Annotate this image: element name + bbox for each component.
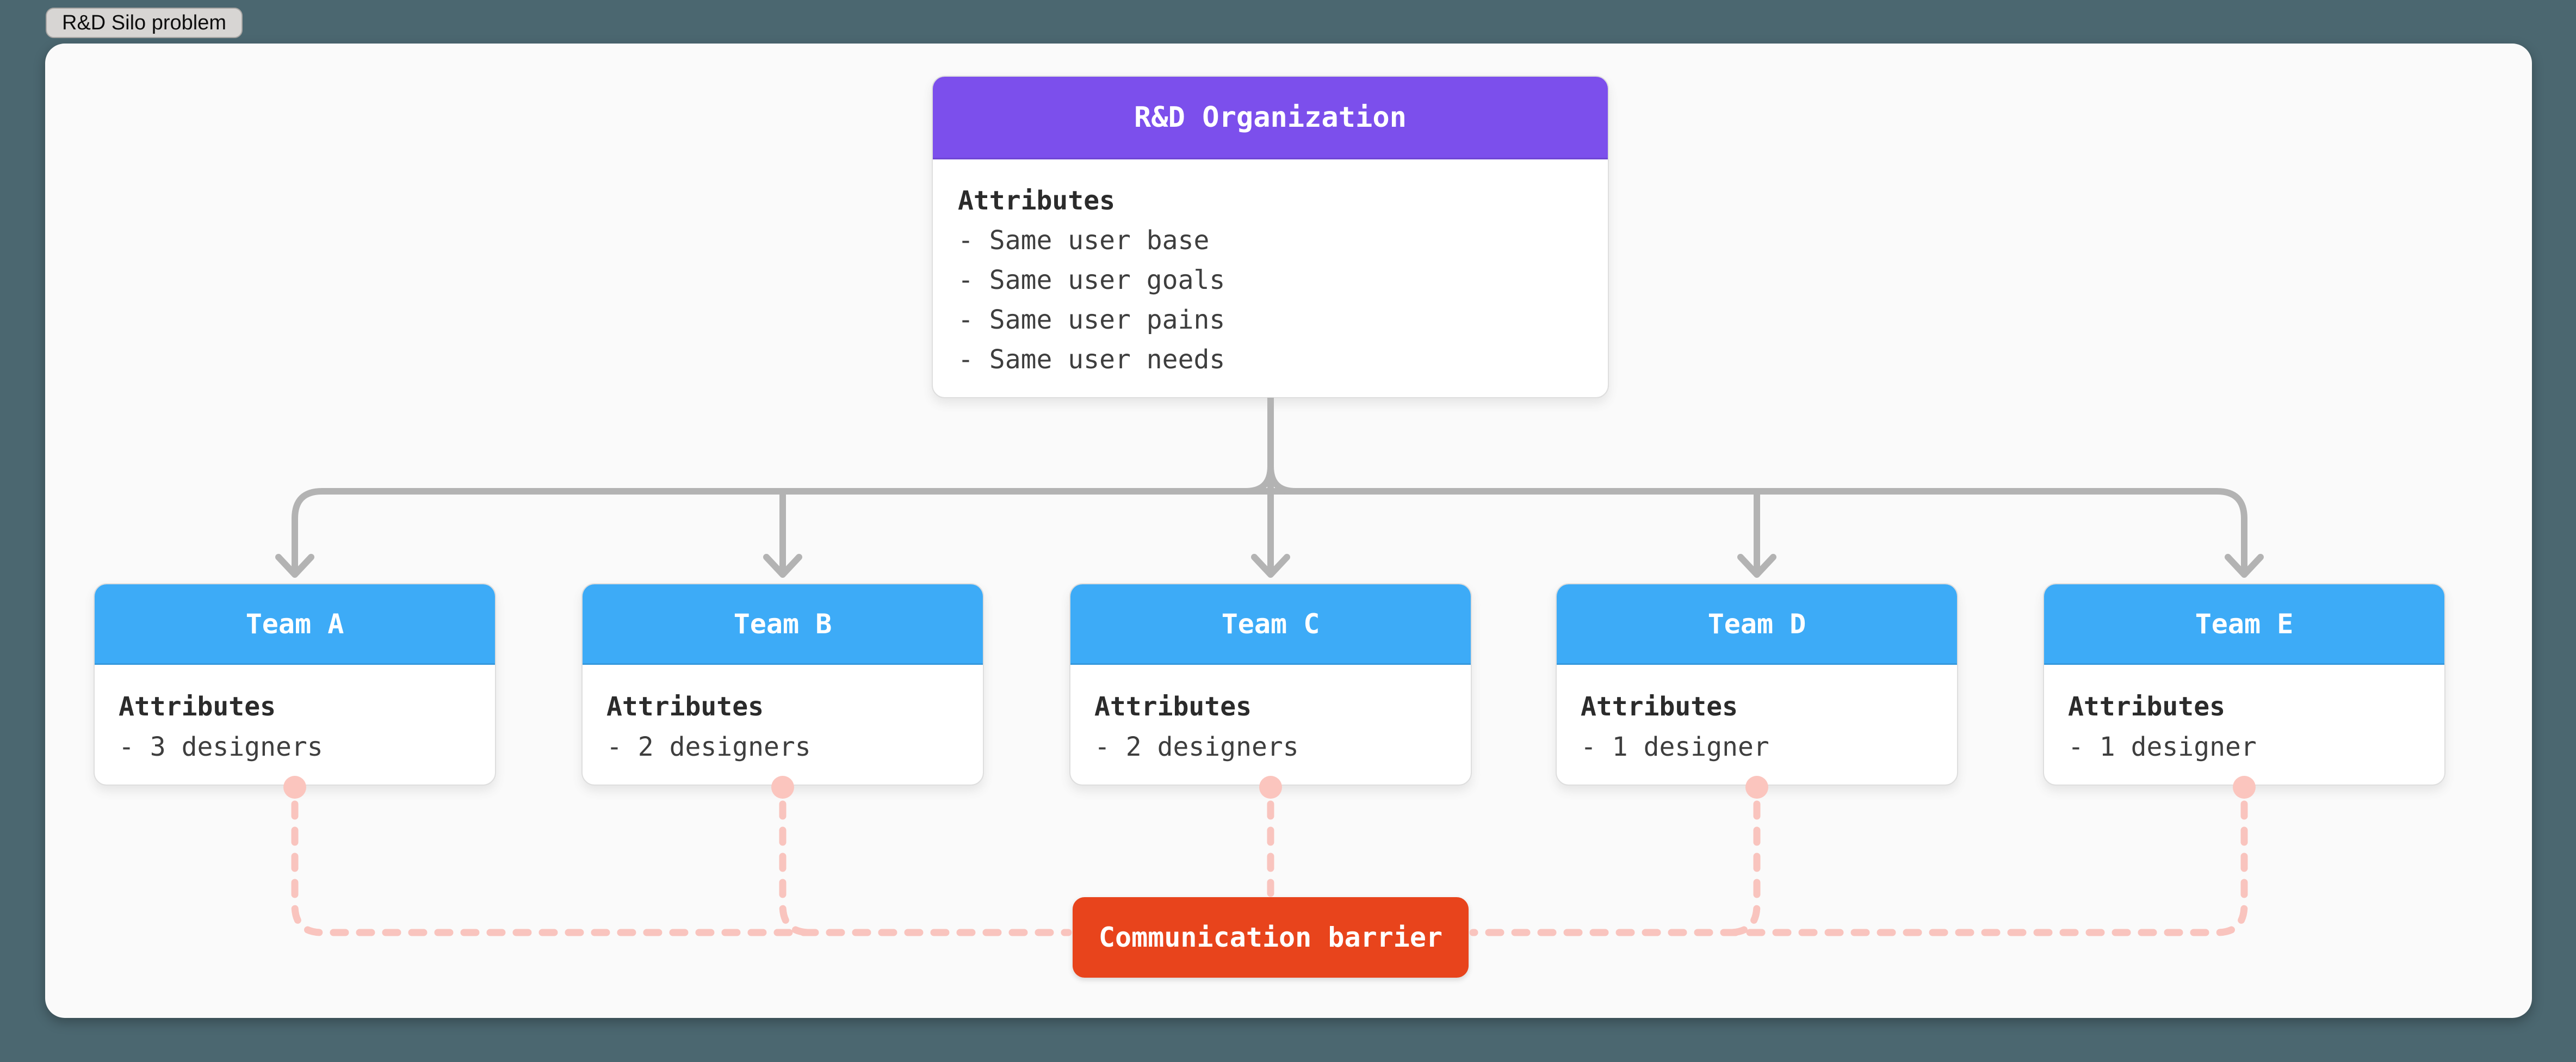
org-attribute-item: - Same user pains: [958, 305, 1225, 335]
team-c-attribute-item: - 2 designers: [1094, 732, 1299, 762]
org-card-title: R&D Organization: [1134, 101, 1407, 134]
team-b-card-header: Team B: [583, 584, 983, 665]
team-b-title: Team B: [733, 608, 832, 640]
team-d-attributes-heading: Attributes: [1581, 691, 1738, 722]
team-a-attribute-item: - 3 designers: [119, 732, 323, 762]
team-a-card[interactable]: Team A Attributes - 3 designers: [94, 583, 496, 786]
team-a-card-header: Team A: [95, 584, 495, 665]
team-d-attribute-item: - 1 designer: [1581, 732, 1769, 762]
team-b-attributes-heading: Attributes: [606, 691, 764, 722]
org-attribute-item: - Same user base: [958, 225, 1210, 256]
team-b-card[interactable]: Team B Attributes - 2 designers: [581, 583, 984, 786]
team-d-title: Team D: [1707, 608, 1806, 640]
team-b-attribute-item: - 2 designers: [606, 732, 811, 762]
team-c-attributes-heading: Attributes: [1094, 691, 1252, 722]
team-e-attribute-item: - 1 designer: [2068, 732, 2257, 762]
org-attribute-item: - Same user needs: [958, 344, 1225, 375]
team-c-title: Team C: [1221, 608, 1320, 640]
team-d-card-body: Attributes - 1 designer: [1557, 665, 1957, 767]
team-e-attributes-heading: Attributes: [2068, 691, 2225, 722]
org-attribute-item: - Same user goals: [958, 265, 1225, 295]
team-a-card-body: Attributes - 3 designers: [95, 665, 495, 767]
team-d-card[interactable]: Team D Attributes - 1 designer: [1556, 583, 1958, 786]
board-title-tab[interactable]: R&D Silo problem: [46, 8, 243, 38]
team-b-card-body: Attributes - 2 designers: [583, 665, 983, 767]
org-card-body: Attributes - Same user base - Same user …: [933, 159, 1608, 380]
team-a-title: Team A: [245, 608, 344, 640]
team-d-card-header: Team D: [1557, 584, 1957, 665]
team-c-card-header: Team C: [1070, 584, 1471, 665]
team-c-card[interactable]: Team C Attributes - 2 designers: [1069, 583, 1472, 786]
org-attributes-heading: Attributes: [958, 186, 1115, 216]
communication-barrier-node[interactable]: Communication barrier: [1073, 897, 1469, 978]
team-e-card[interactable]: Team E Attributes - 1 designer: [2043, 583, 2445, 786]
team-e-card-body: Attributes - 1 designer: [2044, 665, 2444, 767]
communication-barrier-label: Communication barrier: [1098, 922, 1443, 953]
org-card-header: R&D Organization: [933, 77, 1608, 159]
team-e-card-header: Team E: [2044, 584, 2444, 665]
board-title-label: R&D Silo problem: [62, 11, 226, 34]
team-e-title: Team E: [2195, 608, 2294, 640]
team-a-attributes-heading: Attributes: [119, 691, 276, 722]
team-c-card-body: Attributes - 2 designers: [1070, 665, 1471, 767]
org-card[interactable]: R&D Organization Attributes - Same user …: [932, 76, 1609, 398]
